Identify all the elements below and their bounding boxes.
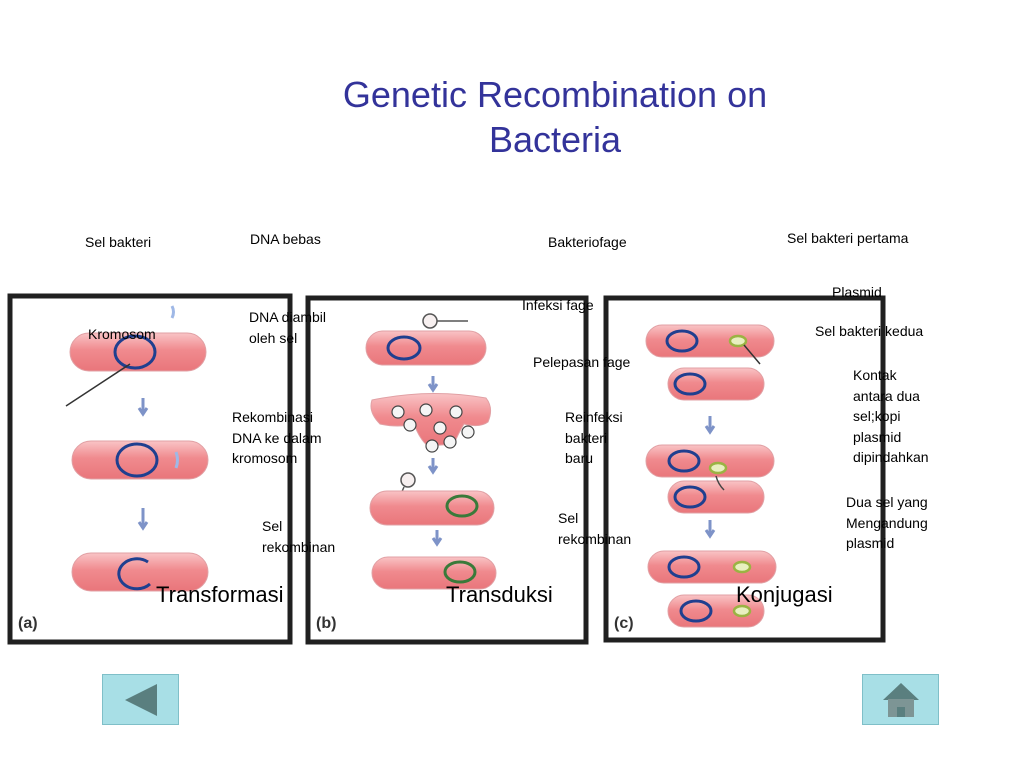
chromosome — [667, 449, 701, 473]
cell — [667, 367, 765, 401]
chromosome — [115, 442, 159, 478]
label-reinfeksi: Reinfeksi bakteri baru — [565, 409, 623, 466]
arrow-down-icon — [431, 530, 443, 547]
cell — [667, 594, 765, 628]
chromosome — [113, 334, 157, 370]
panel-c-tag: (c) — [614, 615, 634, 632]
label-infeksi-fage: Infeksi fage — [522, 297, 594, 313]
pointer-line — [65, 363, 131, 407]
conjugation-bridge — [715, 475, 725, 491]
label-sel-rekombinan-b: Sel rekombinan — [558, 510, 632, 547]
cell — [71, 552, 209, 592]
label-sel-bakteri-kedua: Sel bakteri kedua — [815, 323, 924, 339]
chromosome — [679, 599, 713, 623]
chromosome — [386, 335, 422, 361]
label-dua-sel: Dua sel yang Mengandung plasmid — [846, 494, 928, 551]
arrow-down-icon — [137, 398, 149, 417]
arrow-down-icon — [137, 508, 149, 531]
label-kontak: Kontak antara dua sel;kopi plasmid dipin… — [853, 367, 929, 465]
caption-transformasi: Transformasi — [156, 582, 284, 607]
label-sel-bakteri-pertama: Sel bakteri pertama — [787, 230, 909, 246]
label-kromosom: Kromosom — [88, 326, 156, 342]
triangle-left-icon — [124, 683, 157, 716]
label-dna-bebas: DNA bebas — [250, 231, 321, 247]
chromosome — [673, 485, 707, 509]
chromosome-recombinant — [443, 560, 477, 584]
panel-b-diagram: (b) — [316, 313, 497, 632]
home-button[interactable] — [862, 674, 939, 725]
slide-title: Genetic Recombination on Bacteria — [300, 72, 810, 162]
label-sel-rekombinan-a: Sel rekombinan — [262, 518, 336, 555]
plasmid — [732, 560, 752, 574]
dna-fragment — [174, 451, 179, 469]
house-icon — [882, 682, 919, 717]
panel-a-tag: (a) — [18, 615, 38, 632]
arrow-down-icon — [704, 416, 716, 435]
label-sel-bakteri: Sel bakteri — [85, 234, 152, 250]
cell — [71, 440, 209, 480]
cell — [69, 332, 207, 372]
caption-transduksi: Transduksi — [446, 582, 553, 607]
label-rekombinasi: Rekombinasi DNA ke dalam kromosom — [232, 409, 322, 466]
plasmid — [728, 334, 748, 348]
label-pelepasan-fage: Pelepasan fage — [533, 354, 631, 370]
back-button[interactable] — [102, 674, 179, 725]
plasmid — [708, 461, 728, 475]
cell — [647, 550, 777, 584]
cell — [645, 444, 775, 478]
label-bakteriofage: Bakteriofage — [548, 234, 627, 250]
panel-c-diagram: (c) — [614, 324, 777, 632]
chromosome — [667, 555, 701, 579]
cell — [645, 324, 775, 358]
title-line-1: Genetic Recombination on — [342, 74, 768, 115]
chromosome — [665, 329, 699, 353]
cell — [667, 480, 765, 514]
label-dna-diambil: DNA diambil oleh sel — [249, 309, 327, 346]
label-plasmid: Plasmid — [832, 284, 882, 300]
chromosome-recombinant — [445, 494, 479, 518]
pointer-line — [743, 344, 761, 365]
arrow-down-icon — [427, 376, 439, 393]
caption-konjugasi: Konjugasi — [736, 582, 833, 607]
cell — [365, 330, 487, 366]
plasmid — [732, 604, 752, 618]
title-line-2: Bacteria — [488, 119, 622, 160]
panel-a-diagram: (a) — [18, 305, 209, 632]
panel-b-tag: (b) — [316, 615, 336, 632]
phage-particles — [391, 403, 475, 453]
free-dna-fragment — [170, 305, 175, 319]
chromosome — [117, 557, 151, 591]
arrow-down-icon — [427, 458, 439, 475]
arrow-down-icon — [704, 520, 716, 539]
chromosome — [673, 372, 707, 396]
phage-icon — [422, 313, 468, 329]
